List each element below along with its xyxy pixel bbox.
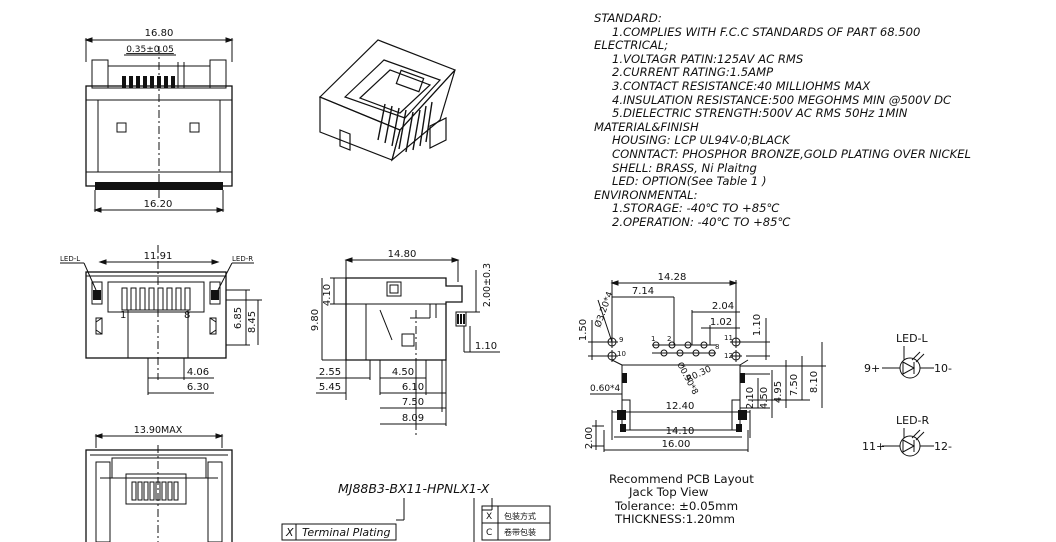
side-dim-255: 2.55 bbox=[319, 367, 341, 378]
pcb-dim-1410: 14.10 bbox=[666, 426, 695, 437]
side-dim-610: 6.10 bbox=[402, 382, 424, 393]
pcb-dim-060: 0.60*4 bbox=[590, 384, 621, 394]
spec-standard-heading: STANDARD: bbox=[594, 11, 662, 25]
spec-material-heading: MATERIAL&FINISH bbox=[594, 119, 699, 134]
spec-environmental-item: 2.OPERATION: -40℃ TO +85℃ bbox=[612, 214, 791, 229]
pcb-dim-200: 2.00 bbox=[584, 427, 595, 449]
front-view: LED-L LED-R 11.91 1 8 6.85 8.45 4. bbox=[60, 245, 262, 395]
pcb-dim-1600: 16.00 bbox=[662, 439, 691, 450]
front-led-right-label: LED-R bbox=[232, 255, 253, 263]
front-dim-845: 8.45 bbox=[247, 311, 258, 333]
front-pin-8: 8 bbox=[184, 310, 190, 321]
pcb-dim-210: 2.10 bbox=[745, 387, 756, 409]
led-r-anode: 11+ bbox=[862, 440, 885, 453]
side-view: 14.80 4.10 9.80 2.00±0.3 1.10 2.55 4.50 … bbox=[310, 249, 500, 436]
spec-electrical-heading: ELECTRICAL; bbox=[594, 38, 669, 53]
side-dim-110: 1.10 bbox=[475, 341, 497, 352]
pcb-pin-8: 8 bbox=[715, 343, 719, 351]
pcb-dim-495: 4.95 bbox=[773, 381, 784, 403]
led-r-title: LED-R bbox=[896, 414, 930, 427]
option-label: Terminal Plating bbox=[302, 526, 390, 539]
side-dim-1480: 14.80 bbox=[388, 249, 417, 260]
side-dim-980: 9.80 bbox=[310, 309, 321, 331]
notes-line-3: Tolerance: ±0.05mm bbox=[615, 498, 739, 513]
bottom-front-pins bbox=[131, 481, 179, 501]
spec-material-item: CONNTACT: PHOSPHOR BRONZE,GOLD PLATING O… bbox=[612, 146, 972, 161]
front-dim-685: 6.85 bbox=[233, 307, 244, 329]
front-led-left-label: LED-L bbox=[60, 255, 80, 263]
side-dim-410: 4.10 bbox=[322, 284, 333, 306]
pcb-pin-9: 9 bbox=[619, 336, 623, 344]
pcb-dim-110: 1.10 bbox=[752, 314, 763, 336]
pcb-dim-1428: 14.28 bbox=[658, 272, 687, 283]
side-dim-450: 4.50 bbox=[392, 367, 414, 378]
notes-line-2: Jack Top View bbox=[629, 485, 709, 500]
pcb-dim-204: 2.04 bbox=[712, 301, 734, 312]
spec-material-item: HOUSING: LCP UL94V-0;BLACK bbox=[612, 133, 790, 148]
option-code: X bbox=[285, 526, 294, 539]
bottom-width-dim: 13.90MAX bbox=[134, 425, 183, 436]
spec-electrical-item: 5.DIELECTRIC STRENGTH:500V AC RMS 50Hz 1… bbox=[612, 106, 908, 121]
top-view-pitch-dim: 0.35±0.05 bbox=[126, 45, 174, 55]
spec-material-item: LED: OPTION(See Table 1 ) bbox=[612, 174, 767, 189]
front-pin-1: 1 bbox=[120, 310, 126, 321]
spec-electrical-item: 3.CONTACT RESISTANCE:40 MILLIOHMS MAX bbox=[612, 78, 871, 93]
pcb-dim-810: 8.10 bbox=[809, 371, 820, 393]
led-schematic: LED-L 9+ 10- LED-R 11+ 12- bbox=[862, 332, 952, 457]
pcb-pin-2: 2 bbox=[667, 335, 671, 343]
part-number-block: MJ88B3-BX11-HPNLX1-X X Terminal Plating … bbox=[281, 481, 551, 542]
packing-code-x: X bbox=[486, 512, 492, 522]
top-view-bottom-dim: 16.20 bbox=[144, 199, 173, 210]
front-pins bbox=[121, 287, 191, 311]
notes-line-4: THICKNESS:1.20mm bbox=[615, 512, 736, 527]
pcb-dim-450: 4.50 bbox=[759, 387, 770, 409]
bottom-front-view: 13.90MAX bbox=[85, 425, 233, 542]
spec-material-item: SHELL: BRASS, Ni Plaitng bbox=[612, 160, 757, 175]
front-dim-630: 6.30 bbox=[187, 382, 209, 393]
pcb-pin-12: 12 bbox=[724, 352, 733, 360]
side-dim-809: 8.09 bbox=[402, 413, 424, 424]
pcb-dim-150: 1.50 bbox=[578, 319, 589, 341]
part-number-code: MJ88B3-BX11-HPNLX1-X bbox=[338, 481, 490, 496]
led-l-anode: 9+ bbox=[864, 362, 880, 375]
spec-electrical-item: 4.INSULATION RESISTANCE:500 MEGOHMS MIN … bbox=[612, 92, 952, 107]
pcb-layout: 14.28 7.14 2.04 1.02 1.50 1.10 Ø3.20*4 bbox=[578, 272, 826, 452]
side-dim-545: 5.45 bbox=[319, 382, 341, 393]
pcb-dim-102: 1.02 bbox=[710, 317, 732, 328]
pcb-pin-1: 1 bbox=[651, 335, 655, 343]
isometric-view bbox=[318, 39, 457, 162]
packing-label-c: 卷带包装 bbox=[504, 527, 536, 537]
pcb-holes bbox=[606, 336, 742, 362]
specifications: STANDARD: 1.COMPLIES WITH F.C.C STANDARD… bbox=[594, 11, 1049, 230]
pcb-dim-750: 7.50 bbox=[789, 374, 800, 396]
spec-environmental-heading: ENVIRONMENTAL: bbox=[594, 187, 698, 202]
pcb-notes: Recommend PCB Layout Jack Top View Toler… bbox=[609, 472, 754, 527]
pcb-pin-10: 10 bbox=[617, 350, 626, 358]
side-dim-200: 2.00±0.3 bbox=[482, 263, 493, 307]
spec-electrical-item: 1.VOLTAGR PATIN:125AV AC RMS bbox=[612, 51, 804, 66]
front-dim-406: 4.06 bbox=[187, 367, 209, 378]
top-view-width-dim: 16.80 bbox=[145, 28, 174, 39]
spec-electrical-item: 2.CURRENT RATING:1.5AMP bbox=[612, 65, 774, 80]
packing-label-x: 包装方式 bbox=[504, 511, 536, 521]
pcb-dim-714: 7.14 bbox=[632, 286, 654, 297]
side-dim-750: 7.50 bbox=[402, 397, 424, 408]
pcb-r030: R0.30 bbox=[685, 364, 713, 384]
packing-code-c: C bbox=[486, 528, 492, 538]
spec-environmental-item: 1.STORAGE: -40℃ TO +85℃ bbox=[612, 201, 780, 216]
led-l-cathode: 10- bbox=[934, 362, 952, 375]
top-view: 16.80 0.35±0.05 16.20 bbox=[84, 28, 234, 213]
spec-standard-item: 1.COMPLIES WITH F.C.C STANDARDS OF PART … bbox=[612, 24, 921, 39]
pcb-dim-1240: 12.40 bbox=[666, 401, 695, 412]
notes-line-1: Recommend PCB Layout bbox=[609, 472, 754, 486]
led-l-title: LED-L bbox=[896, 332, 929, 345]
pcb-pin-11: 11 bbox=[724, 334, 733, 342]
led-r-cathode: 12- bbox=[934, 440, 952, 453]
